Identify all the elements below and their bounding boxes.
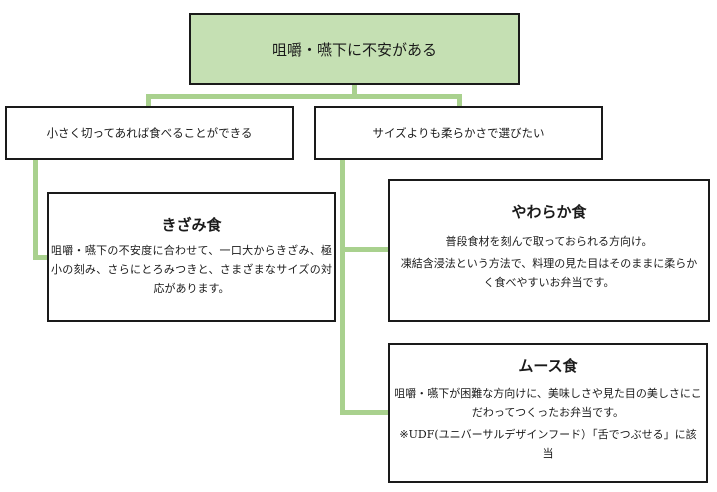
branch-softness-label: サイズよりも柔らかさで選びたい	[372, 126, 545, 140]
connector-right-to-mousse	[340, 410, 390, 415]
connector-right-drop	[457, 94, 462, 108]
connector-left-drop	[146, 94, 151, 108]
card-mousse: ムース食 咀嚼・嚥下が困難な方向けに、美味しさや見た目の美しさにこだわってつくっ…	[388, 343, 708, 483]
card-kizami: きざみ食 咀嚼・嚥下の不安度に合わせて、一口大からきざみ、極小の刻み、さらにとろ…	[47, 192, 336, 322]
card-mousse-body-1: 咀嚼・嚥下が困難な方向けに、美味しさや見た目の美しさにこだわってつくったお弁当で…	[394, 387, 702, 419]
card-kizami-title: きざみ食	[161, 216, 222, 234]
card-yawaraka-title: やわらか食	[511, 203, 587, 221]
branch-small-cut-label: 小さく切ってあれば食べることができる	[46, 126, 253, 140]
root-node: 咀嚼・嚥下に不安がある	[189, 13, 520, 85]
connector-right-vertical	[340, 160, 345, 415]
connector-left-horizontal	[33, 255, 49, 260]
branch-small-cut: 小さく切ってあれば食べることができる	[5, 106, 294, 160]
card-mousse-title: ムース食	[518, 357, 578, 375]
connector-root-stem	[146, 94, 462, 99]
card-yawaraka-body-2: 凍結含浸法という方法で、料理の見た目はそのままに柔らかく食べやすいお弁当です。	[400, 257, 698, 289]
root-label: 咀嚼・嚥下に不安がある	[271, 40, 437, 59]
connector-root-center	[352, 84, 357, 96]
connector-right-to-yawaraka	[340, 247, 390, 252]
card-kizami-body: 咀嚼・嚥下の不安度に合わせて、一口大からきざみ、極小の刻み、さらにとろみつきと、…	[51, 244, 332, 295]
card-yawaraka: やわらか食 普段食材を刻んで取っておられる方向け。 凍結含浸法という方法で、料理…	[388, 179, 710, 322]
card-mousse-body-2: ※UDF(ユニバーサルデザインフード）「舌でつぶせる」に該当	[399, 428, 697, 460]
card-yawaraka-body-1: 普段食材を刻んで取っておられる方向け。	[445, 235, 653, 248]
branch-softness: サイズよりも柔らかさで選びたい	[314, 106, 603, 160]
connector-left-vertical	[33, 160, 38, 260]
